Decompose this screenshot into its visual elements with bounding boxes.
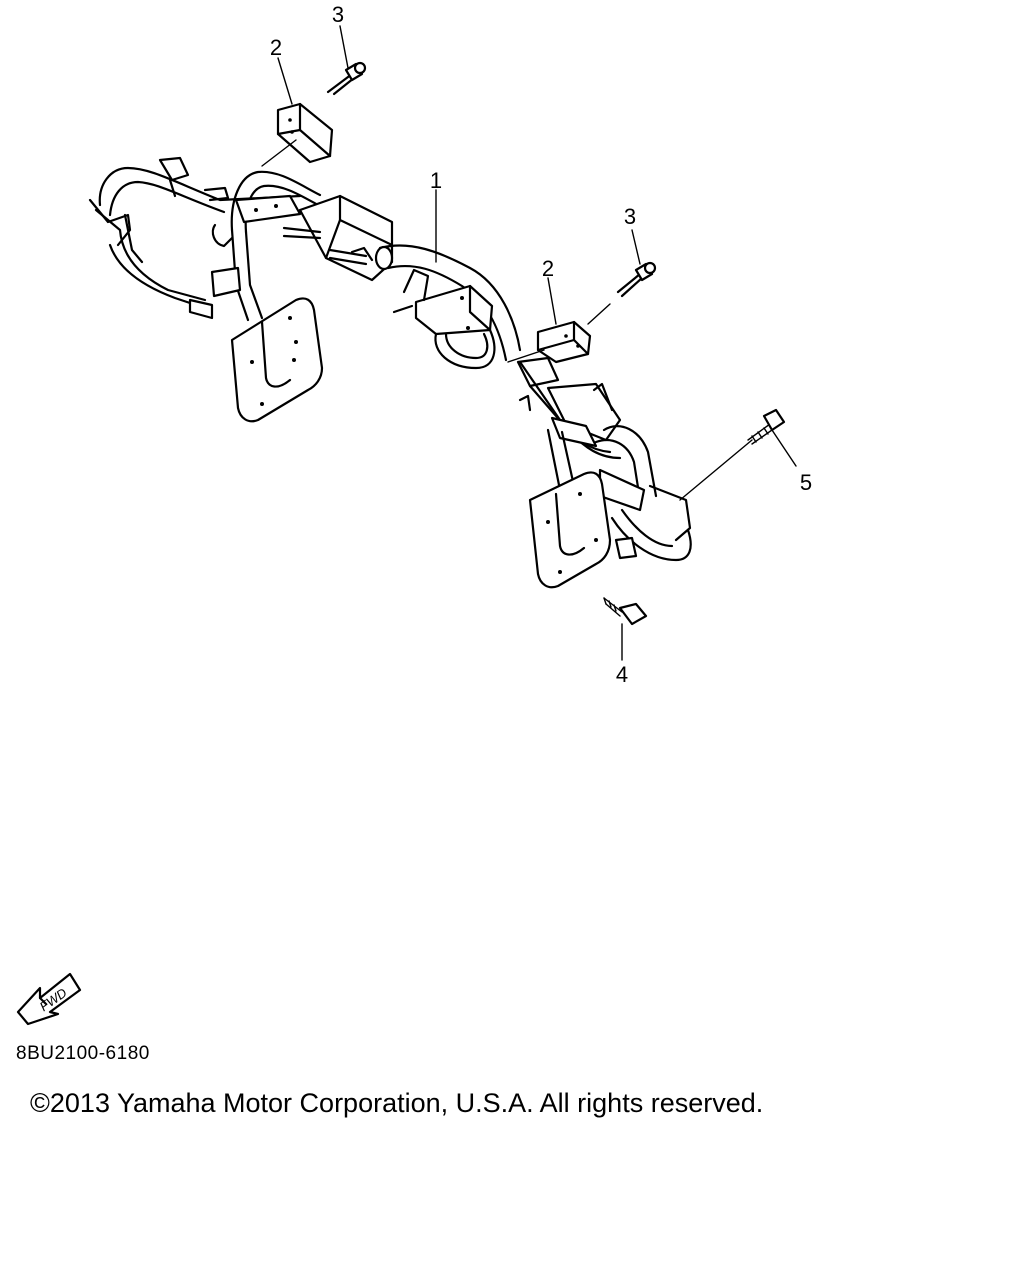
copyright-notice: ©2013 Yamaha Motor Corporation, U.S.A. A… [30,1088,764,1118]
bolt-4 [603,597,648,626]
bolt-5 [747,408,786,445]
rivet-upper [326,61,367,96]
callout-4: 4 [616,662,628,687]
rubber-block-lower [536,320,592,364]
callout-2-upper: 2 [270,35,282,60]
frame-assembly [88,156,692,589]
callout-2-lower: 2 [542,256,554,281]
callout-3-lower: 3 [624,204,636,229]
part-code: 8BU2100-6180 [16,1043,150,1064]
rubber-block-upper [276,102,334,164]
rivet-lower [616,261,657,298]
callout-3-upper: 3 [332,2,344,27]
callout-1: 1 [430,168,442,193]
callout-5: 5 [800,470,812,495]
fwd-arrow-icon: FWD [16,972,82,1026]
leader-lines [261,25,797,661]
